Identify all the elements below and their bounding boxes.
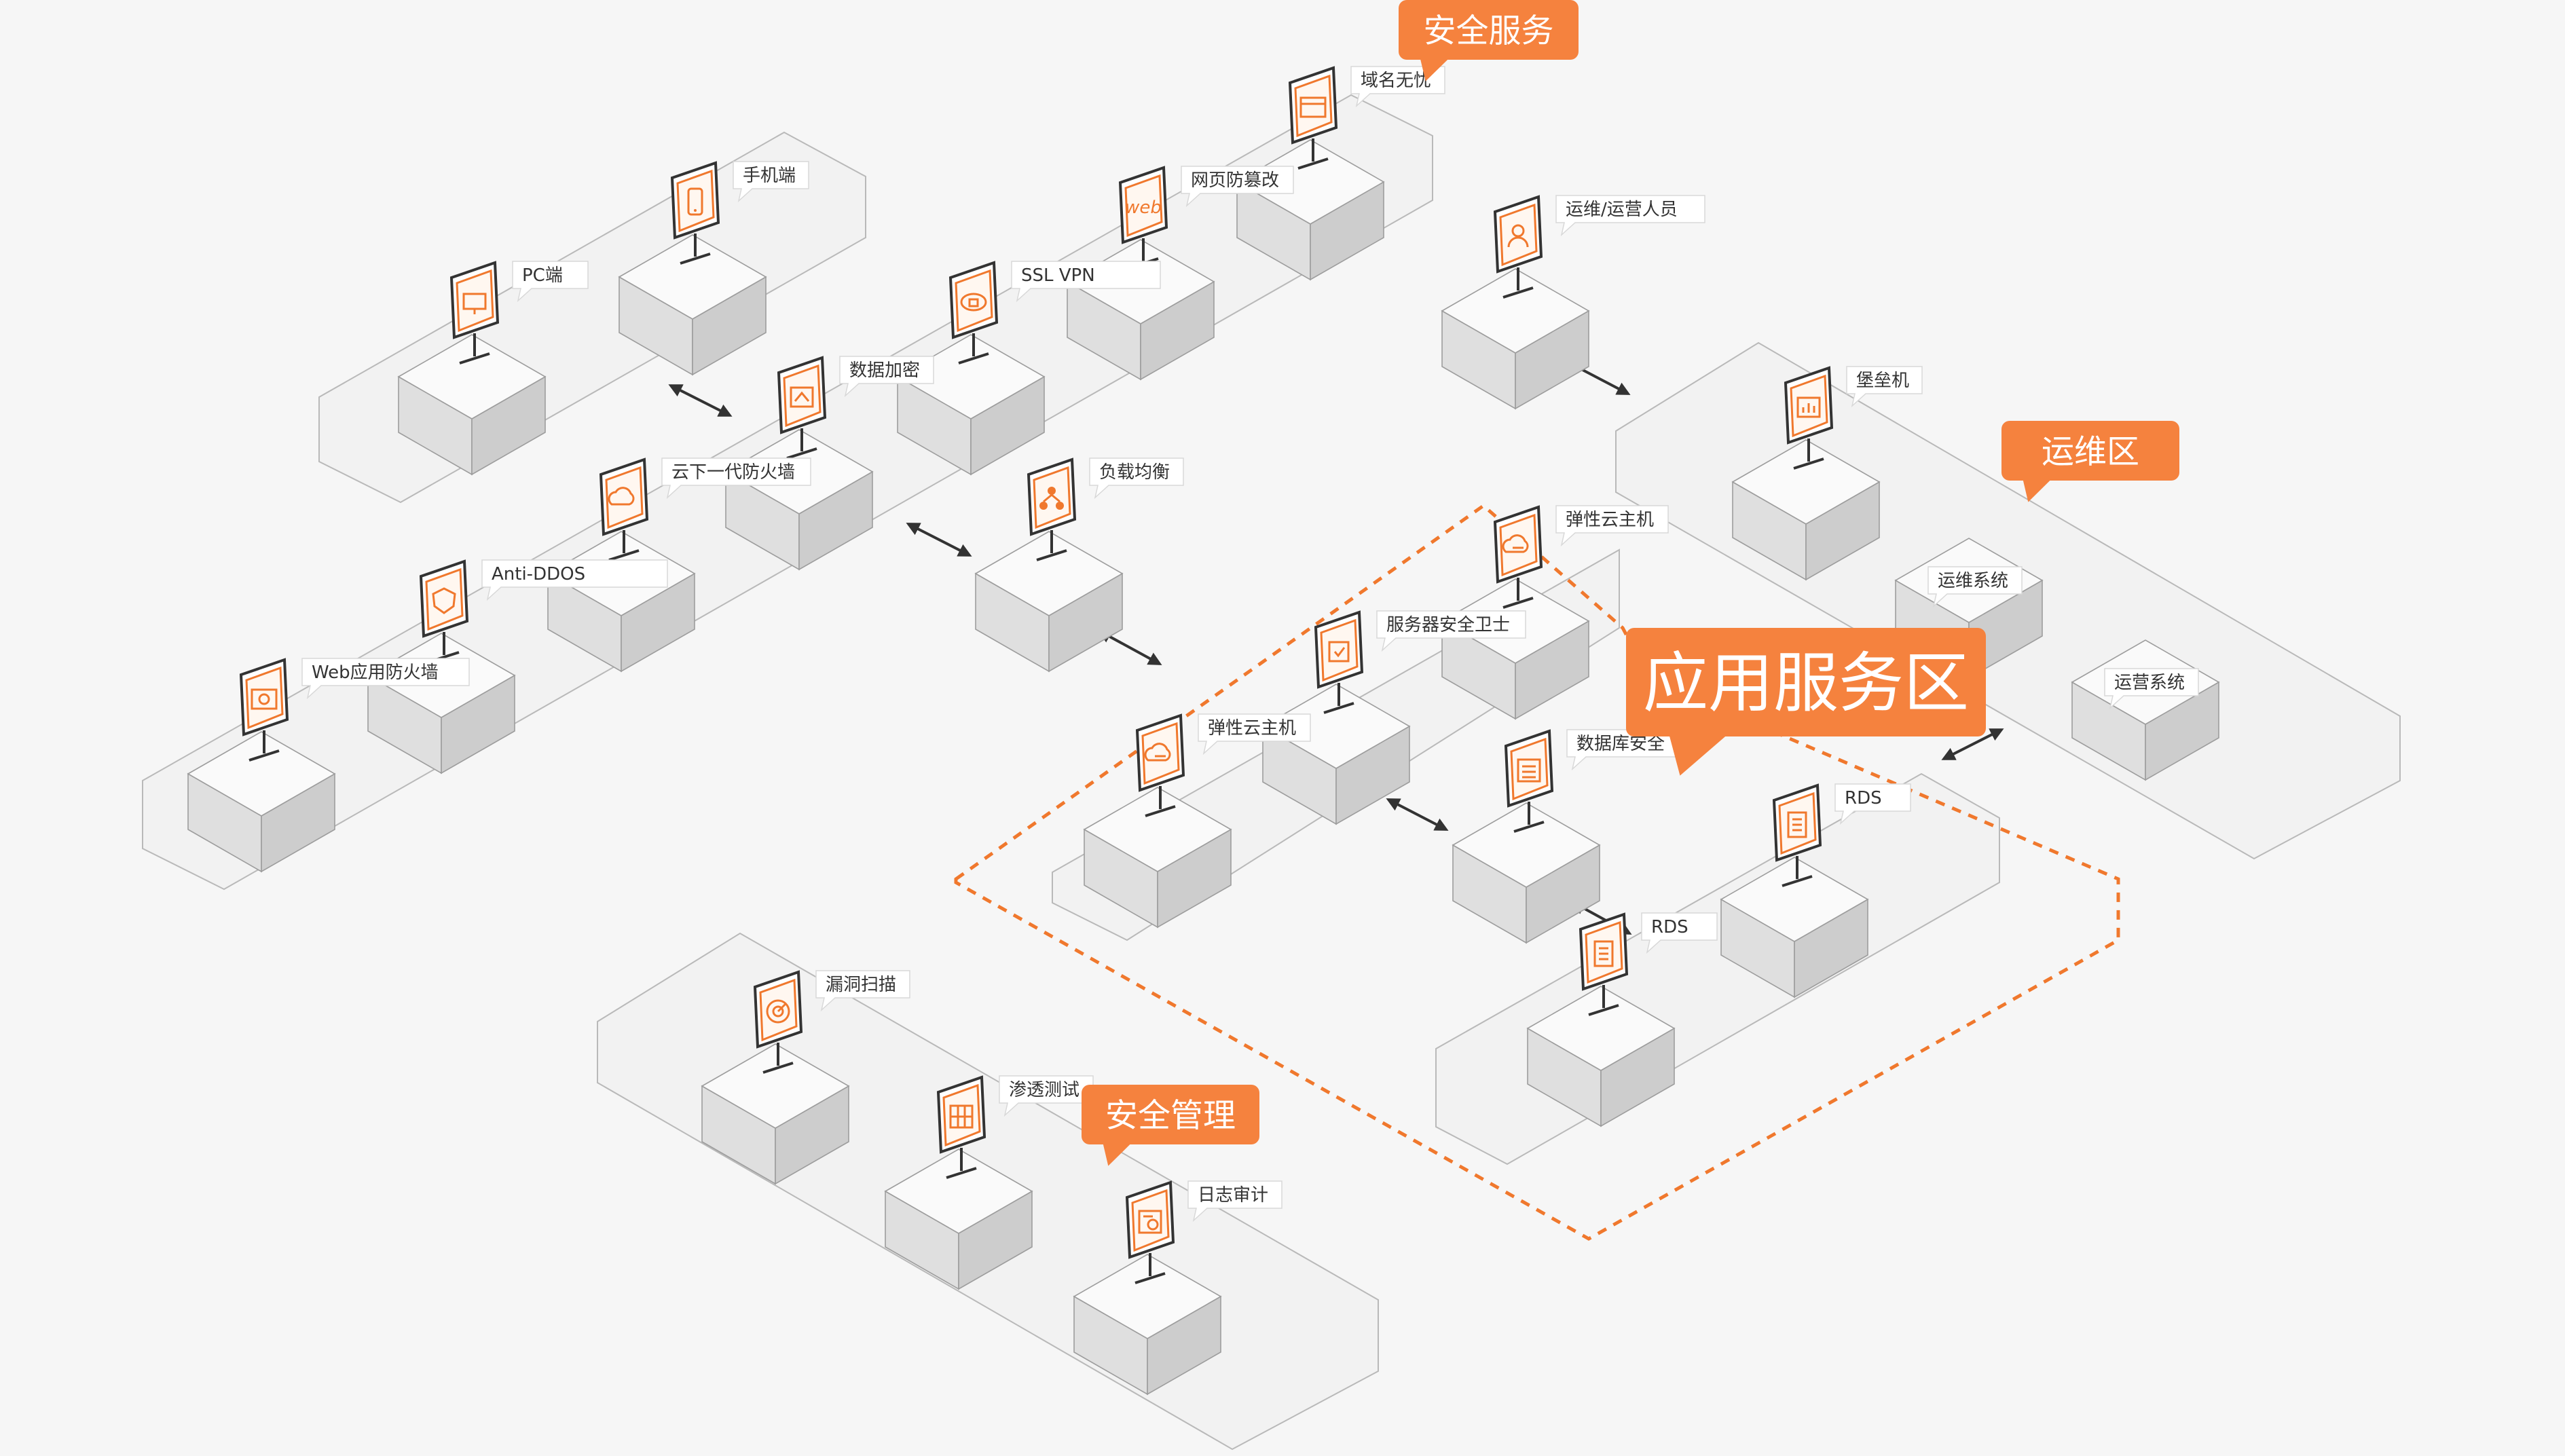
svg-text:安全服务: 安全服务: [1423, 12, 1553, 50]
node-label: 日志审计: [1187, 1180, 1282, 1222]
svg-text:数据库安全: 数据库安全: [1576, 734, 1665, 754]
node-domain-guard[interactable]: 域名无忧: [1236, 66, 1445, 281]
zone-label-security-management: 安全管理: [1082, 1085, 1259, 1166]
network-nodes-icon: [1027, 458, 1077, 561]
shield-icon: [419, 559, 469, 663]
node-bastion[interactable]: 堡垒机: [1731, 366, 1923, 581]
svg-text:应用服务区: 应用服务区: [1643, 646, 1969, 722]
node-label: 堡垒机: [1846, 366, 1923, 408]
svg-text:堡垒机: 堡垒机: [1856, 371, 1909, 391]
node-ecs-2[interactable]: 弹性云主机: [1083, 713, 1311, 929]
node-rds-1[interactable]: RDS: [1720, 783, 1911, 998]
svg-text:网页防篡改: 网页防篡改: [1191, 170, 1279, 191]
svg-text:日志审计: 日志审计: [1198, 1185, 1268, 1206]
node-rds-2[interactable]: RDS: [1526, 912, 1718, 1127]
cloud-firewall-icon: [599, 458, 649, 561]
scan-icon: [753, 970, 803, 1074]
svg-text:RDS: RDS: [1651, 917, 1689, 937]
node-label: 负载均衡: [1089, 458, 1184, 500]
node-label: 弹性云主机: [1198, 713, 1311, 755]
node-pentest[interactable]: 渗透测试: [884, 1075, 1094, 1290]
svg-text:弹性云主机: 弹性云主机: [1566, 510, 1654, 530]
node-label: 域名无忧: [1350, 66, 1445, 108]
document-list-icon: [1772, 783, 1822, 887]
node-label: 服务器安全卫士: [1376, 610, 1526, 652]
node-label: 渗透测试: [999, 1075, 1094, 1117]
svg-text:运维/运营人员: 运维/运营人员: [1566, 200, 1678, 220]
phone-icon: [670, 161, 720, 265]
svg-text:web: web: [1125, 198, 1162, 218]
desktop-icon: [449, 261, 500, 365]
bar-chart-icon: [1784, 366, 1834, 470]
grid-icon: [936, 1075, 986, 1179]
node-mobile[interactable]: 手机端: [618, 161, 809, 376]
node-label: 运维系统: [1927, 566, 2023, 608]
svg-text:RDS: RDS: [1845, 788, 1882, 808]
node-label: 运维/运营人员: [1555, 195, 1705, 237]
lock-cloud-icon: [948, 261, 999, 365]
node-ops-person[interactable]: 运维/运营人员: [1441, 195, 1705, 410]
node-label: RDS: [1641, 912, 1718, 954]
node-label: 网页防篡改: [1181, 166, 1294, 208]
document-list-icon: [1579, 912, 1629, 1016]
node-ssl-vpn[interactable]: SSL VPN: [896, 261, 1161, 476]
svg-text:Web应用防火墙: Web应用防火墙: [312, 662, 439, 683]
svg-text:域名无忧: 域名无忧: [1361, 71, 1431, 91]
svg-text:漏洞扫描: 漏洞扫描: [826, 975, 896, 995]
node-data-encrypt[interactable]: 数据加密: [724, 356, 934, 571]
zone-label-app-zone: 应用服务区: [1626, 628, 1986, 776]
node-label: SSL VPN: [1011, 261, 1161, 303]
svg-text:数据加密: 数据加密: [849, 360, 920, 381]
node-label: 手机端: [733, 161, 809, 203]
svg-text:运维系统: 运维系统: [1938, 571, 2008, 591]
key-icon: [777, 356, 827, 460]
svg-text:负载均衡: 负载均衡: [1099, 462, 1170, 483]
node-label: PC端: [512, 261, 589, 303]
zone-label-ops-zone: 运维区: [2001, 421, 2179, 502]
node-waf[interactable]: Web应用防火墙: [187, 658, 470, 873]
database-icon: [1504, 729, 1554, 833]
node-label: RDS: [1834, 783, 1911, 825]
browser-window-icon: [1288, 66, 1338, 170]
node-pc[interactable]: PC端: [397, 261, 589, 476]
server-shield-icon: [1314, 610, 1364, 714]
node-label: 漏洞扫描: [815, 970, 910, 1012]
node-label: 弹性云主机: [1555, 505, 1669, 547]
node-host-guard[interactable]: 服务器安全卫士: [1261, 610, 1526, 825]
node-label: 数据加密: [839, 356, 934, 398]
node-label: 云下一代防火墙: [661, 458, 811, 500]
svg-text:运营系统: 运营系统: [2114, 673, 2185, 693]
node-label: Anti-DDOS: [481, 559, 668, 601]
svg-text:云下一代防火墙: 云下一代防火墙: [671, 462, 795, 483]
svg-text:渗透测试: 渗透测试: [1009, 1080, 1079, 1100]
svg-text:PC端: PC端: [522, 265, 563, 286]
cloud-server-icon: [1493, 505, 1543, 609]
svg-text:运维区: 运维区: [2042, 432, 2139, 470]
node-label: Web应用防火墙: [301, 658, 470, 700]
node-label: 运营系统: [2104, 668, 2199, 710]
node-db-security[interactable]: 数据库安全: [1452, 729, 1680, 944]
node-operation-system[interactable]: 运营系统: [2071, 639, 2220, 781]
zone-label-security-service: 安全服务: [1399, 0, 1579, 81]
cloud-server-icon: [1135, 713, 1185, 817]
web-shield-icon: [239, 658, 289, 762]
node-log-audit[interactable]: 日志审计: [1073, 1180, 1282, 1396]
web-text-icon: web: [1118, 166, 1168, 269]
svg-text:安全管理: 安全管理: [1105, 1096, 1236, 1134]
svg-text:手机端: 手机端: [743, 166, 796, 186]
user-icon: [1493, 195, 1543, 299]
svg-text:弹性云主机: 弹性云主机: [1208, 718, 1296, 739]
node-web-tamper[interactable]: web 网页防篡改: [1066, 166, 1294, 381]
svg-text:服务器安全卫士: 服务器安全卫士: [1386, 615, 1510, 635]
node-vuln-scan[interactable]: 漏洞扫描: [701, 970, 910, 1185]
svg-text:Anti-DDOS: Anti-DDOS: [492, 564, 585, 584]
svg-text:SSL VPN: SSL VPN: [1021, 265, 1095, 286]
node-load-balance[interactable]: 负载均衡: [974, 458, 1184, 673]
log-icon: [1125, 1180, 1175, 1284]
